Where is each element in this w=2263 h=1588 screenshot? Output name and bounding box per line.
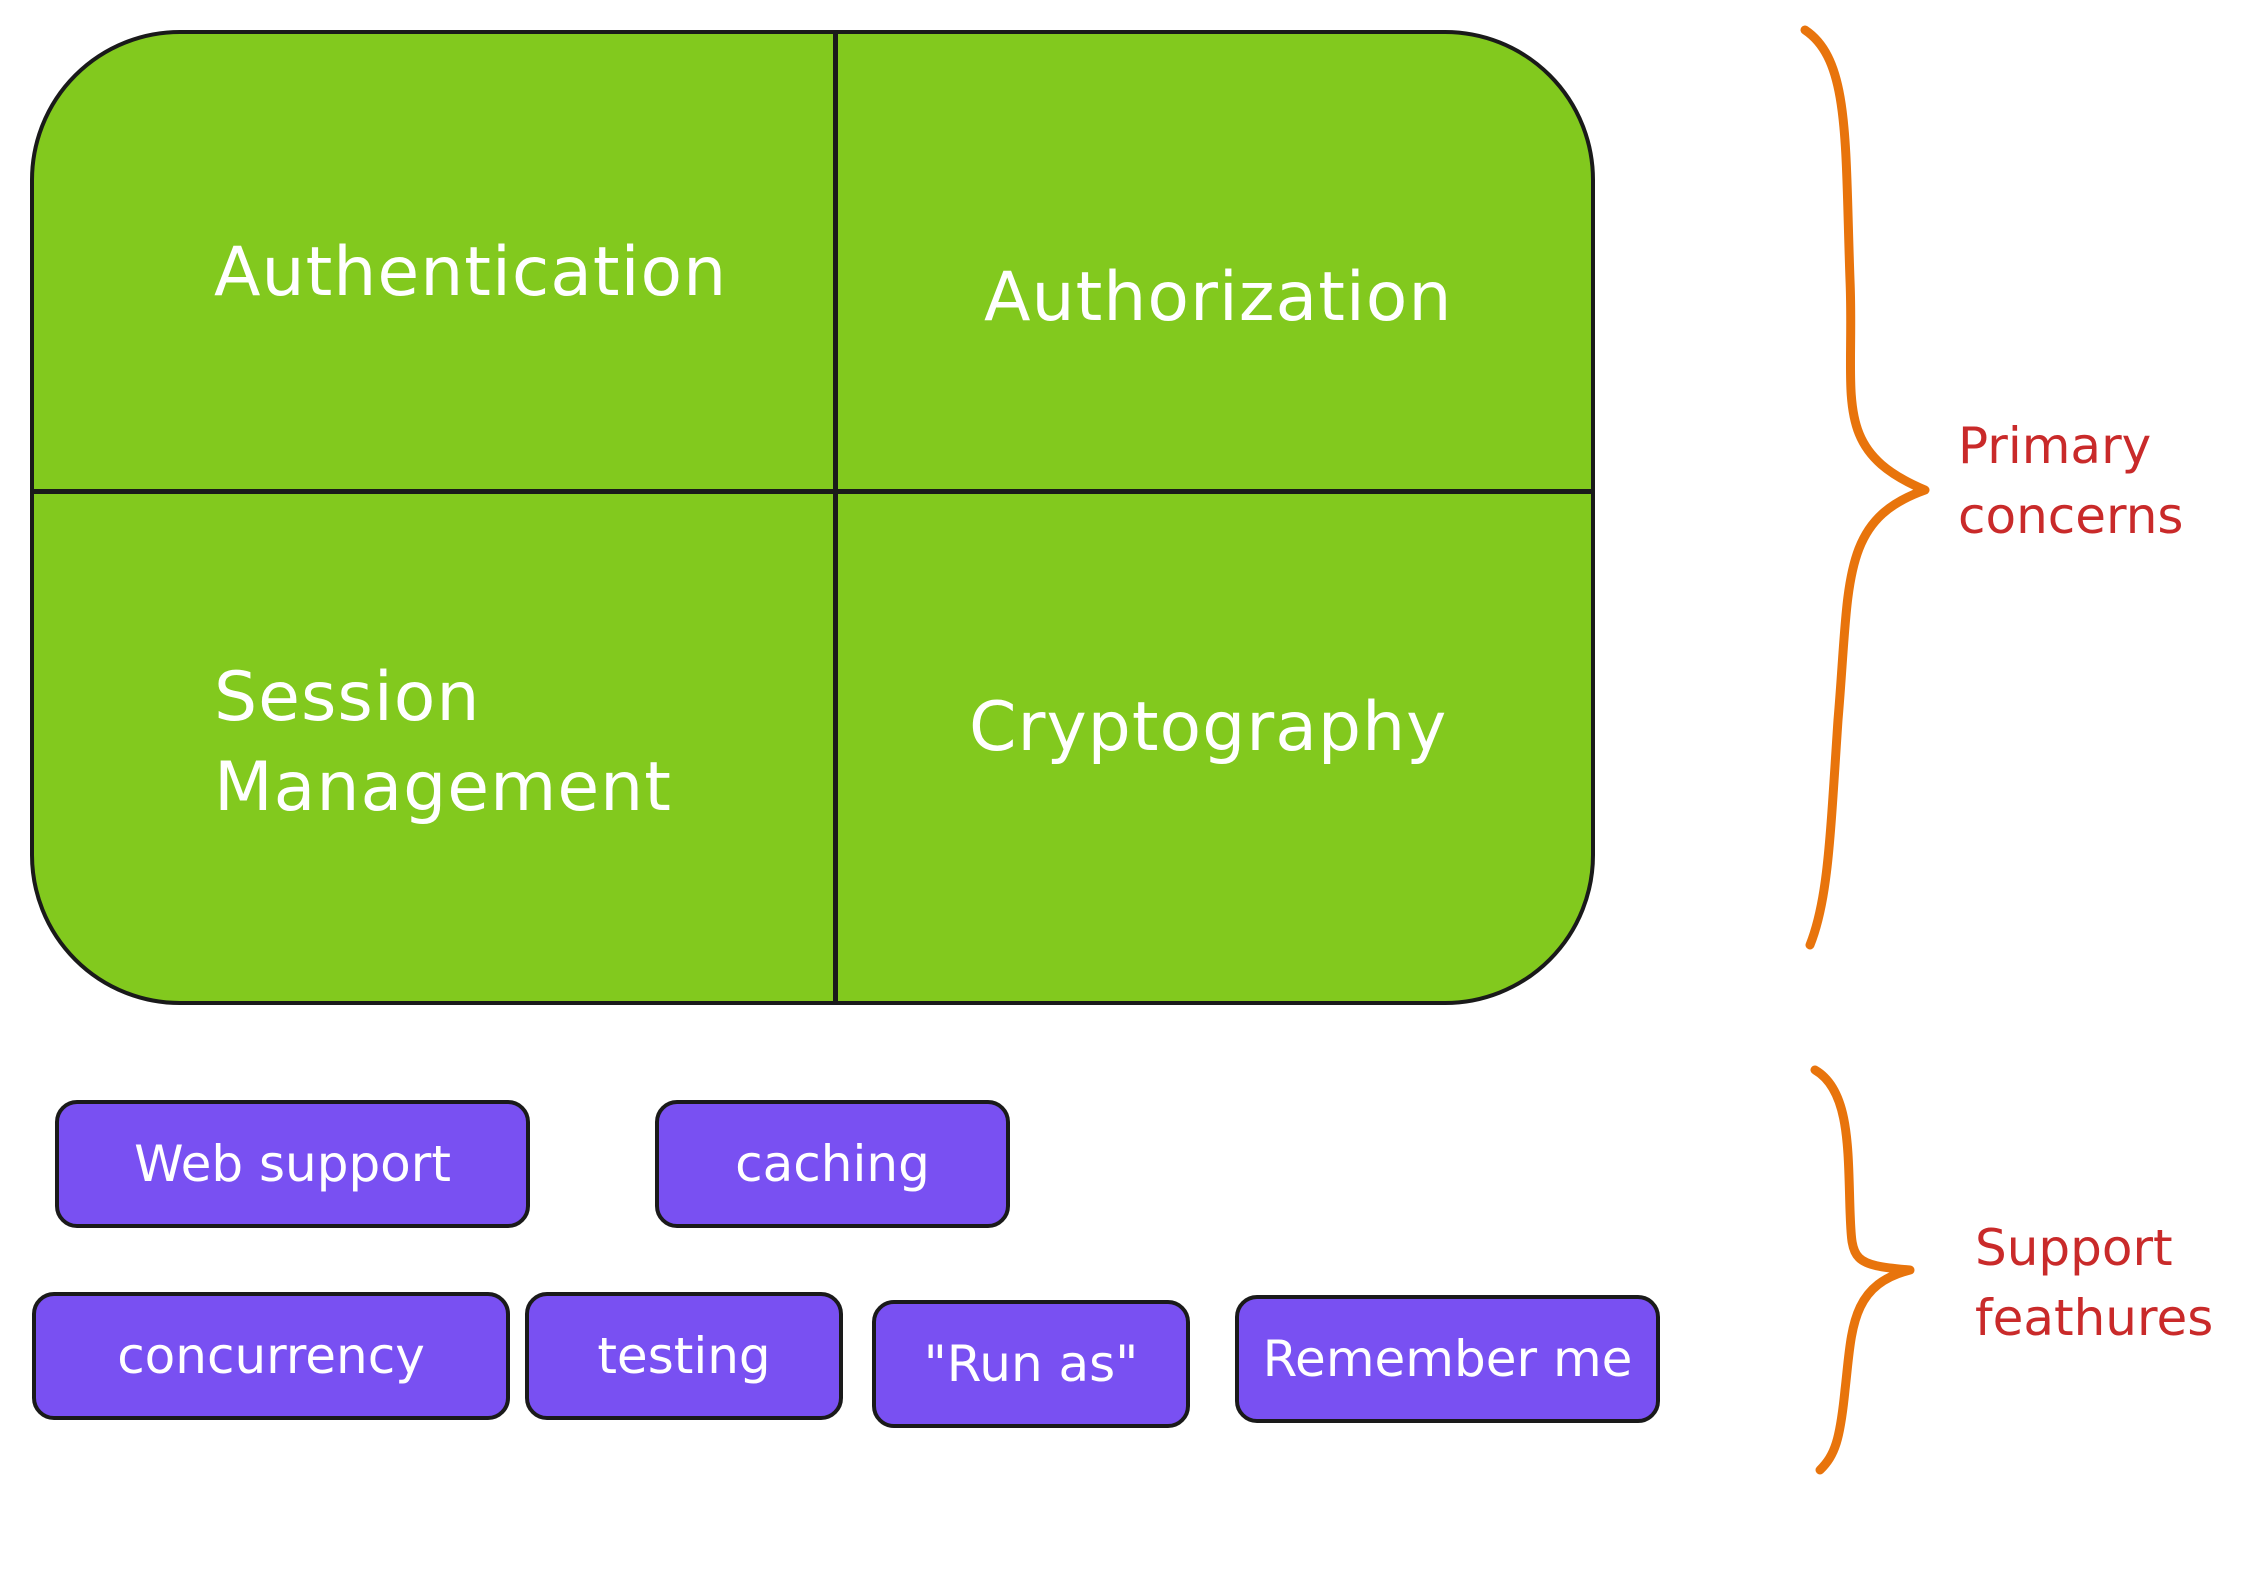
authorization-label: Authorization: [984, 258, 1453, 337]
curly-brace-icon: [1810, 1065, 1915, 1475]
primary-concerns-annotation-line1: Primary: [1958, 417, 2152, 475]
support-features-annotation-line2: feathures: [1975, 1289, 2214, 1347]
primary-concerns-block: Authentication Authorization Session Man…: [30, 30, 1595, 1005]
chip-run-as: "Run as": [872, 1300, 1190, 1428]
chip-web-support: Web support: [55, 1100, 530, 1228]
curly-brace-icon: [1800, 25, 1930, 950]
chip-caching: caching: [655, 1100, 1010, 1228]
session-management-label-line1: Session: [214, 658, 481, 737]
session-management-label-line2: Management: [214, 748, 672, 827]
horizontal-divider: [34, 489, 1591, 494]
vertical-divider: [833, 34, 838, 1001]
authentication-label: Authentication: [214, 233, 728, 312]
chip-testing: testing: [525, 1292, 843, 1420]
chip-concurrency: concurrency: [32, 1292, 510, 1420]
chip-remember-me: Remember me: [1235, 1295, 1660, 1423]
support-features-annotation-line1: Support: [1975, 1219, 2173, 1277]
primary-concerns-annotation-line2: concerns: [1958, 487, 2184, 545]
cryptography-label: Cryptography: [969, 688, 1448, 767]
